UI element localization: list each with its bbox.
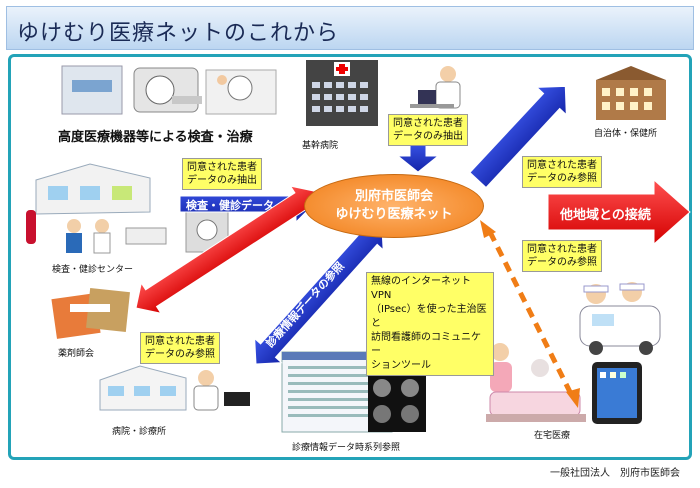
medical-equipment-illustration <box>61 65 277 115</box>
arrow-label-other-regions: 他地域との接続 <box>560 208 651 223</box>
doctor-at-computer-icon <box>410 66 461 109</box>
label-timeline: 診療情報データ時系列参照 <box>292 443 401 453</box>
center-line1: 別府市医師会 <box>354 189 433 204</box>
core-hospital-building-icon <box>306 60 378 126</box>
box-ref-right-mid: 同意された患者 データのみ参照 <box>522 240 602 272</box>
box-ref-left-bottom: 同意された患者 データのみ参照 <box>140 332 220 364</box>
center-line2: ゆけむり医療ネット <box>335 207 453 222</box>
arrow-other-regions <box>547 178 691 246</box>
box-line: データのみ抽出 <box>187 175 257 186</box>
box-line: データのみ参照 <box>527 257 597 268</box>
medication-notebook-icon <box>51 288 130 339</box>
label-municipality: 自治体・保健所 <box>594 129 658 139</box>
label-core-hospital: 基幹病院 <box>302 141 339 151</box>
box-line: （IPsec）を使った主治医と <box>371 304 487 329</box>
label-hightech: 高度医療機器等による検査・治療 <box>58 130 253 145</box>
box-line: データのみ参照 <box>527 173 597 184</box>
home-care-illustration <box>486 343 586 422</box>
box-extract-top: 同意された患者 データのみ抽出 <box>388 114 468 146</box>
box-line: 訪問看護師のコミュニケー <box>371 332 481 357</box>
box-line: データのみ参照 <box>145 349 215 360</box>
label-checkup-center: 検査・健診センター <box>52 265 134 275</box>
box-line: データのみ抽出 <box>393 131 463 142</box>
footer-credit: 一般社団法人 別府市医師会 <box>550 468 680 479</box>
box-line: 無線のインターネットVPN <box>371 276 471 301</box>
center-network-node: 別府市医師会 ゆけむり医療ネット <box>304 174 484 238</box>
title-bar: ゆけむり医療ネットのこれから <box>6 6 694 50</box>
label-home-care: 在宅医療 <box>534 431 571 441</box>
clinic-building-icon <box>99 365 187 411</box>
box-vpn: 無線のインターネットVPN （IPsec）を使った主治医と 訪問看護師のコミュニ… <box>366 272 494 376</box>
box-line: 同意された患者 <box>527 160 597 171</box>
box-line: ションツール <box>371 360 431 371</box>
arrow-home-care-dashed <box>480 220 580 408</box>
box-line: 同意された患者 <box>145 336 215 347</box>
checkup-center-building-icon <box>26 163 229 254</box>
box-ref-right-top: 同意された患者 データのみ参照 <box>522 156 602 188</box>
arrow-label-checkup-data: 検査・健診データ <box>186 199 274 212</box>
box-line: 同意された患者 <box>187 162 257 173</box>
clinic-doctor-icon <box>193 370 250 411</box>
page-title: ゆけむり医療ネットのこれから <box>17 21 340 46</box>
visiting-nurse-car-icon <box>579 282 661 355</box>
label-hospital-clinic: 病院・診療所 <box>112 427 167 437</box>
box-line: 同意された患者 <box>393 118 463 129</box>
tablet-icon <box>592 362 642 424</box>
municipality-building-icon <box>596 66 666 120</box>
box-extract-left: 同意された患者 データのみ抽出 <box>182 158 262 190</box>
box-line: 同意された患者 <box>527 244 597 255</box>
arrow-core-down <box>396 141 440 173</box>
label-pharmacists: 薬剤師会 <box>58 349 95 359</box>
arrow-health-project <box>469 85 567 189</box>
